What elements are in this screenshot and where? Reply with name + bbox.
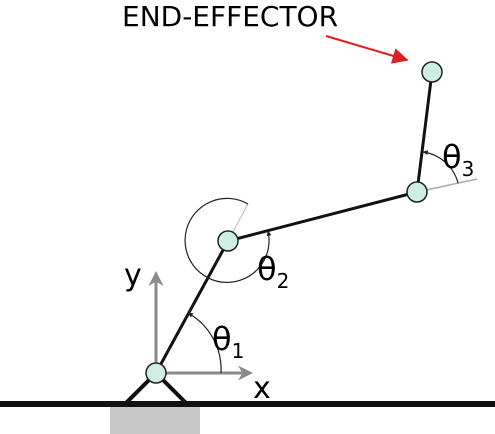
theta3-label: θ3 (442, 138, 474, 181)
link-1 (154, 240, 230, 374)
end-effector-joint (421, 61, 443, 83)
theta1-label: θ1 (212, 320, 244, 363)
theta1-arc (187, 312, 222, 374)
theta2-arc (184, 197, 272, 284)
base-joint (145, 362, 167, 384)
end-effector-pointer (325, 35, 409, 64)
base-block (110, 404, 200, 434)
theta3-arc (422, 150, 459, 184)
end-effector-label: END-EFFECTOR (122, 0, 338, 33)
link-3 (415, 71, 434, 193)
x-axis-label: x (253, 371, 271, 406)
link-2 (227, 190, 418, 243)
joint-2 (217, 230, 239, 252)
theta2-label: θ2 (257, 250, 289, 293)
joint-3 (406, 181, 428, 203)
y-axis-label: y (124, 258, 142, 293)
